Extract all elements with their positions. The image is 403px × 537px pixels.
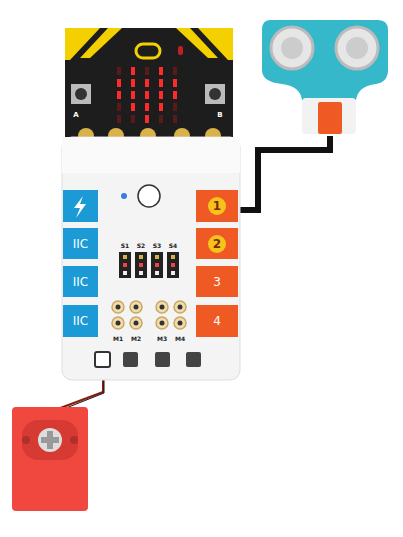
header-pin [139, 271, 143, 275]
header-pin [139, 263, 143, 267]
header-pin [171, 263, 175, 267]
port-number: 1 [208, 197, 226, 215]
led [131, 79, 135, 87]
motor-jack [116, 305, 121, 310]
servo-pin-label: S3 [153, 242, 162, 249]
iic-port: IIC [63, 228, 98, 259]
motor-jack [112, 301, 124, 313]
servo-pin-label: S2 [137, 242, 146, 249]
motor-jack [178, 305, 183, 310]
header-pin [139, 255, 143, 259]
iic-port: IIC [63, 266, 98, 297]
led [117, 91, 121, 99]
motor-jack [160, 305, 165, 310]
motor-jack [134, 305, 139, 310]
led [131, 91, 135, 99]
button-label: B [217, 111, 222, 119]
header-pin [155, 271, 159, 275]
port-number: IIC [73, 275, 88, 289]
led [173, 67, 177, 75]
microbit [65, 28, 233, 150]
header-pin [155, 263, 159, 267]
led [145, 67, 149, 75]
header-pin [135, 252, 147, 278]
motor-jack [160, 321, 165, 326]
led [117, 103, 121, 111]
motor-jack [130, 317, 142, 329]
led [159, 115, 163, 123]
header-pin [167, 252, 179, 278]
motor-jack [134, 321, 139, 326]
servo-pin-label: S4 [169, 242, 178, 249]
port-number: 4 [213, 314, 221, 328]
sensor-port: 1 [196, 190, 238, 222]
header-pin [155, 255, 159, 259]
led [159, 79, 163, 87]
port-number: 3 [213, 275, 221, 289]
led [145, 79, 149, 87]
servo-pin-label: S1 [121, 242, 130, 249]
button-label: A [73, 111, 78, 119]
motor-jack [130, 301, 142, 313]
led [173, 79, 177, 87]
ultrasonic-sensor [262, 20, 388, 134]
led [117, 67, 121, 75]
led [131, 103, 135, 111]
servo-motor [12, 407, 88, 511]
expansion-board [62, 137, 240, 380]
led [131, 67, 135, 75]
port-number: IIC [73, 237, 88, 251]
motor-jack [178, 321, 183, 326]
motor-port-label: M3 [157, 335, 167, 342]
sensor-port: 3 [196, 266, 238, 297]
header-pin [123, 271, 127, 275]
motor-jack [116, 321, 121, 326]
motor-jack [174, 317, 186, 329]
motor-port-label: M1 [113, 335, 123, 342]
motor-port-label: M4 [175, 335, 185, 342]
motor-jack [156, 317, 168, 329]
led [173, 115, 177, 123]
led [145, 91, 149, 99]
port-number: 2 [208, 235, 226, 253]
iic-port: IIC [63, 305, 98, 337]
header-pin [119, 252, 131, 278]
header-pin [151, 252, 163, 278]
sensor-wire [238, 136, 330, 210]
port-number: IIC [73, 314, 88, 328]
header-pin [171, 271, 175, 275]
motor-jack [112, 317, 124, 329]
header-pin [123, 255, 127, 259]
motor-jack [156, 301, 168, 313]
led [131, 115, 135, 123]
sensor-port: 4 [196, 305, 238, 337]
header-pin [171, 255, 175, 259]
led [173, 103, 177, 111]
sensor-port: 2 [196, 228, 238, 259]
led [159, 91, 163, 99]
led [159, 67, 163, 75]
motor-jack [174, 301, 186, 313]
led [145, 103, 149, 111]
led [117, 79, 121, 87]
led [145, 115, 149, 123]
motor-port-label: M2 [131, 335, 141, 342]
led [173, 91, 177, 99]
header-pin [123, 263, 127, 267]
led [159, 103, 163, 111]
led [117, 115, 121, 123]
